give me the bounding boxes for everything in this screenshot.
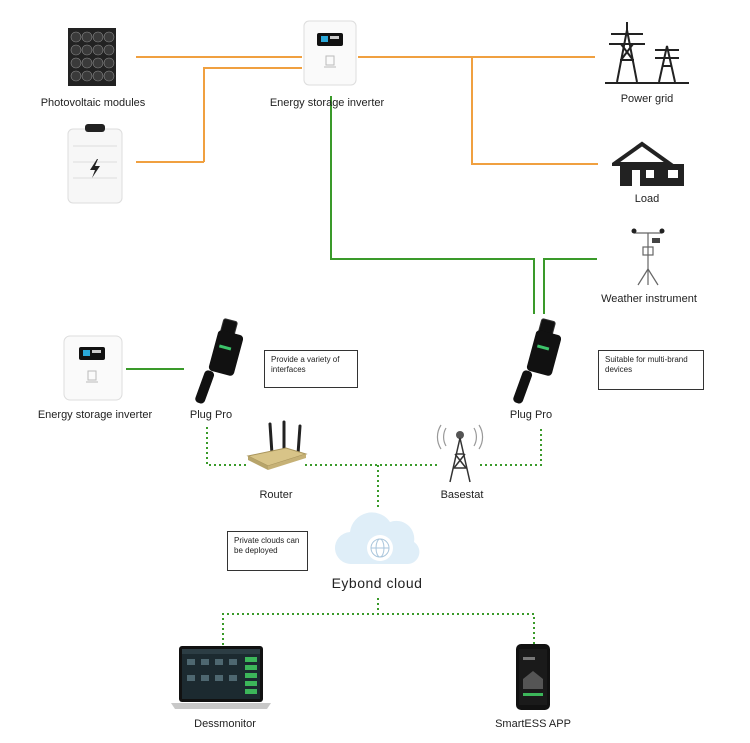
phone-icon (515, 643, 551, 711)
weather-instrument-label: Weather instrument (601, 293, 697, 305)
router-label: Router (259, 489, 293, 501)
router-icon (246, 420, 308, 472)
dessmonitor-label: Dessmonitor (194, 718, 256, 730)
battery-icon (67, 124, 123, 204)
house-icon (607, 140, 686, 188)
inverter-top-label: Energy storage inverter (269, 97, 385, 109)
inverter-top-icon (303, 20, 357, 86)
plug-pro-left-label: Plug Pro (189, 409, 233, 421)
weather-instrument-icon (628, 225, 668, 287)
inverter-left-label: Energy storage inverter (37, 409, 153, 421)
cloud-icon (334, 508, 424, 568)
power-grid-label: Power grid (620, 93, 674, 105)
laptop-icon (171, 645, 271, 711)
note-multibrand: Suitable for multi-brand devices (598, 350, 704, 390)
pv-label: Photovoltaic modules (40, 97, 146, 109)
basestation-label: Basestat (440, 489, 484, 501)
note-private-clouds: Private clouds can be deployed (227, 531, 308, 571)
load-label: Load (634, 193, 660, 205)
plug-pro-right-label: Plug Pro (509, 409, 553, 421)
basestation-icon (432, 424, 488, 484)
pv-panel-icon (67, 27, 117, 87)
app-label: SmartESS APP (495, 718, 571, 730)
plug-pro-left-icon (195, 318, 244, 404)
dotted-lines (206, 427, 542, 645)
power-lines (136, 56, 598, 165)
note-interfaces: Provide a variety of interfaces (264, 350, 358, 388)
data-lines (126, 96, 597, 370)
power-grid-icon (605, 20, 689, 85)
inverter-left-icon (63, 335, 123, 401)
plug-pro-right-icon (513, 318, 562, 404)
cloud-label: Eybond cloud (331, 575, 423, 591)
